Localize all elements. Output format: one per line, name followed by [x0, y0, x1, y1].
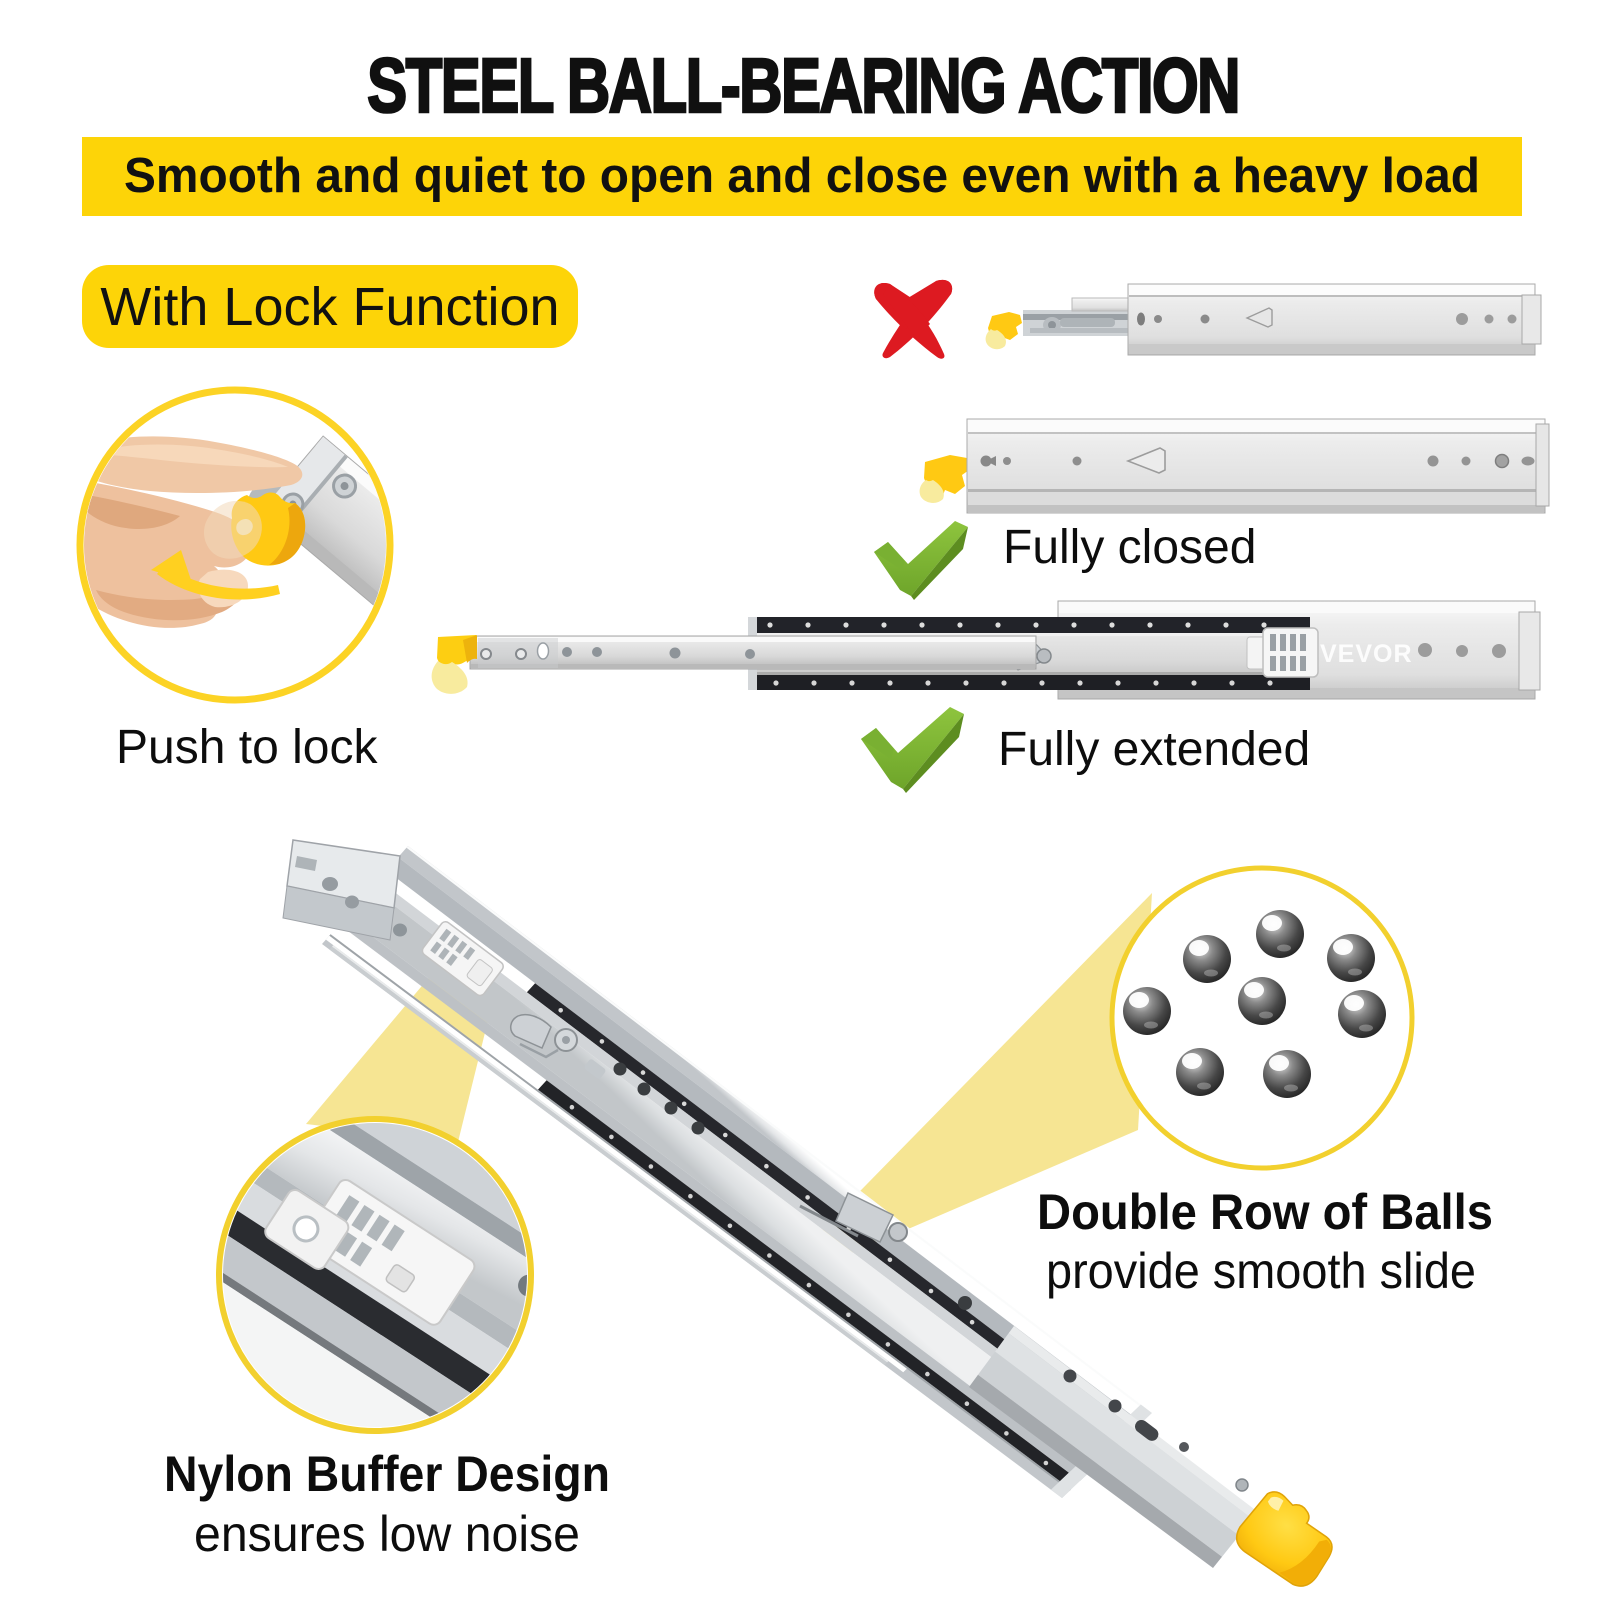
svg-text:Double Row of Balls: Double Row of Balls — [1037, 1184, 1493, 1240]
svg-text:VEVOR: VEVOR — [1320, 640, 1413, 668]
svg-text:STEEL BALL-BEARING ACTION: STEEL BALL-BEARING ACTION — [367, 42, 1239, 129]
svg-text:Smooth and quiet to open and c: Smooth and quiet to open and close even … — [124, 149, 1480, 203]
svg-text:Fully closed: Fully closed — [1003, 521, 1256, 574]
svg-text:Nylon Buffer Design: Nylon Buffer Design — [164, 1446, 610, 1502]
svg-text:With Lock Function: With Lock Function — [100, 277, 559, 337]
svg-text:ensures low noise: ensures low noise — [194, 1506, 580, 1562]
svg-text:Fully extended: Fully extended — [998, 723, 1310, 776]
svg-text:Push to lock: Push to lock — [116, 721, 378, 774]
svg-text:provide smooth slide: provide smooth slide — [1046, 1243, 1476, 1299]
